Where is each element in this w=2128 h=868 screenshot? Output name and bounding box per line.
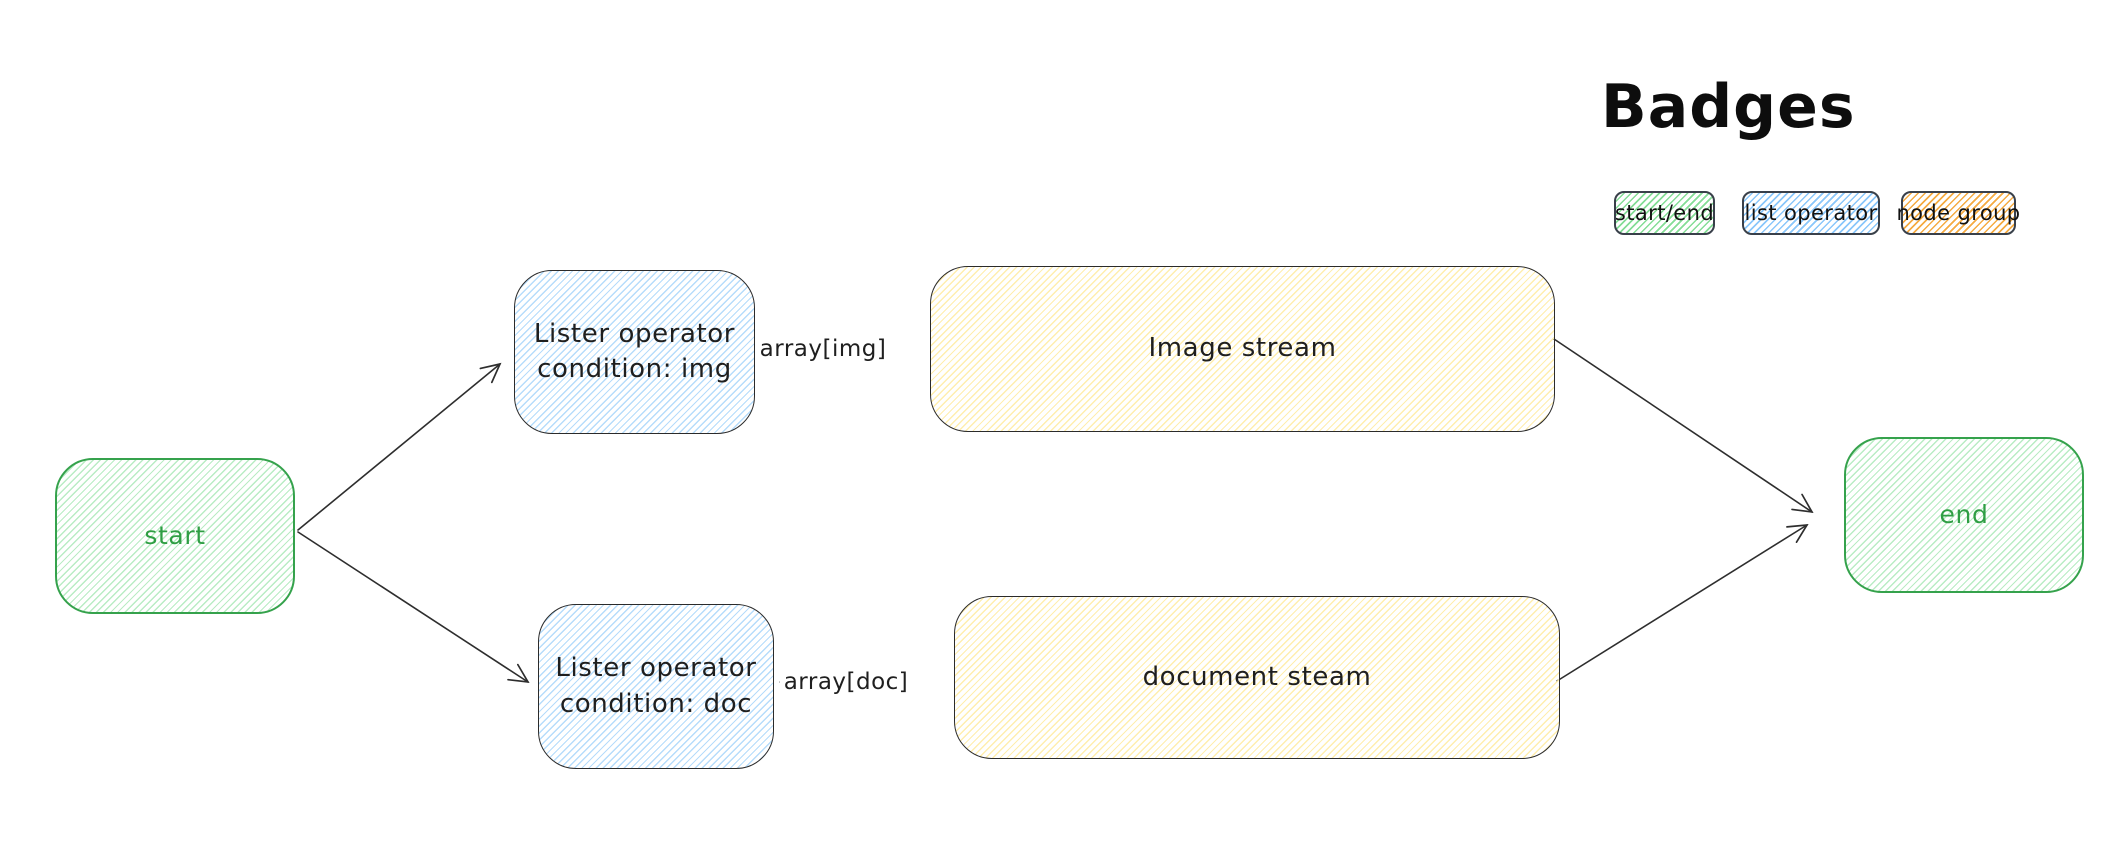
badge-list-operator[interactable]: list operator [1742,191,1880,235]
legend-title: Badges [1601,72,1856,142]
node-image-stream[interactable]: Image stream [930,266,1555,432]
badge-start-end[interactable]: start/end [1614,191,1715,235]
node-start[interactable]: start [55,458,295,614]
badge-list-operator-label: list operator [1744,201,1878,225]
node-lister-img-label-line1: Lister operator [533,318,736,349]
edge-start-to-lister-img[interactable] [297,362,502,531]
node-lister-operator-doc[interactable]: Lister operator condition: doc [538,604,774,769]
node-image-stream-label: Image stream [1148,333,1337,364]
node-lister-img-label-line2: condition: img [537,354,732,384]
edge-label-array-doc[interactable]: array[doc] [779,667,913,697]
edge-label-array-img[interactable]: array[img] [755,334,891,364]
badge-node-group[interactable]: node group [1896,191,2020,235]
node-document-steam-label: document steam [1142,661,1372,692]
edge-start-to-lister-doc[interactable] [297,531,530,684]
badge-start-end-label: start/end [1614,201,1715,225]
node-lister-operator-img[interactable]: Lister operator condition: img [514,270,755,434]
node-end-label: end [1939,500,1989,530]
badge-node-group-label: node group [1896,201,2021,225]
edge-image-stream-to-end[interactable] [1553,338,1814,514]
node-end[interactable]: end [1844,437,2084,593]
node-lister-doc-label-line2: condition: doc [559,688,753,719]
edge-document-steam-to-end[interactable] [1556,523,1809,682]
node-start-label: start [144,521,206,551]
node-document-steam[interactable]: document steam [954,596,1560,759]
node-lister-doc-label-line1: Lister operator [555,653,757,684]
